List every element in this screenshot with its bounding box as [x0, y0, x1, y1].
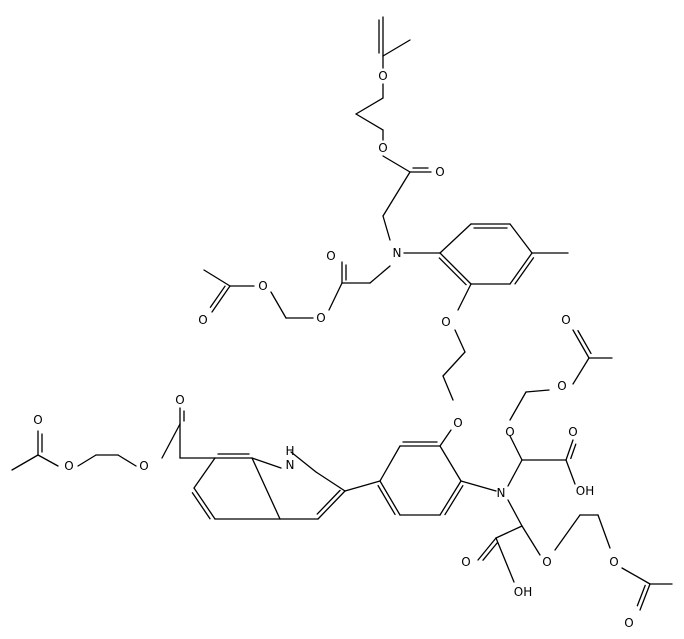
bond-layer [11, 16, 673, 611]
bond [379, 445, 401, 482]
bond [355, 97, 384, 115]
atom-label-oxygen-left-1: O [326, 249, 335, 263]
bond-acetyl-left-co-inner [209, 285, 226, 308]
bond [439, 223, 472, 254]
bond [251, 457, 281, 520]
bond-ring2-dbl3 [439, 480, 462, 516]
bond [328, 282, 343, 311]
atom-label-oxygen-arm-3: O [561, 313, 570, 327]
bond-ring1-dbl2-inner [514, 257, 535, 285]
bond [290, 451, 317, 473]
bond [621, 567, 651, 585]
bond [117, 454, 137, 467]
bond [509, 223, 533, 254]
atom-label-oxygen-top-1: O [378, 69, 387, 83]
bond [315, 471, 346, 492]
atom-label-oxygen-indole-4: O [33, 413, 42, 427]
bond-ring1-dbl3 [439, 252, 472, 285]
bond [521, 525, 541, 556]
bond-acetyl-arm-co [572, 329, 590, 359]
atom-label-indole-h: H [285, 444, 294, 458]
atom-label-oxygen-indole-3: O [64, 459, 73, 473]
bond [495, 537, 515, 583]
bond [251, 457, 282, 469]
bond [457, 283, 472, 311]
atom-label-hydroxyl-upper: OH [576, 484, 594, 498]
bond [460, 480, 497, 492]
bond [382, 155, 411, 173]
bond-indole-c2c3-inner [316, 489, 341, 515]
atom-label-hydroxyl-lower: OH [514, 585, 532, 599]
bond-indole-benz-dbl2-inner [191, 492, 211, 520]
bond [442, 351, 466, 377]
bond [554, 514, 581, 551]
bond-ring1-dbl2 [509, 252, 533, 285]
bond-ring1-dbl3-inner [438, 257, 467, 286]
atom-label-oxygen-left-3: O [258, 279, 267, 293]
bond-acid-upper-co [565, 439, 574, 461]
bond [382, 171, 411, 217]
atom-label-indole-n: N [286, 458, 295, 472]
bond [77, 454, 97, 467]
bond-acid-upper-co-inner [570, 443, 577, 460]
bond [507, 499, 523, 527]
atom-label-oxygen-arm-1: O [505, 425, 514, 439]
bond-acetyl-top-ch3 [382, 39, 411, 57]
bond-acetyl-arm2-co [639, 583, 651, 611]
bond [509, 391, 527, 421]
atom-label-oxygen-acid-lower: O [461, 555, 470, 569]
atom-label-nitrogen-lower: N [497, 486, 506, 500]
atom-label-oxygen-linker-2: O [453, 416, 462, 430]
bond [565, 459, 576, 485]
atom-label-nitrogen-upper: N [393, 246, 402, 260]
atom-label-oxygen-left-4: O [198, 313, 207, 327]
atom-label-oxygen-arm-6: O [624, 616, 633, 630]
bond [454, 329, 466, 353]
atom-label-oxygen-top-3: O [435, 165, 444, 179]
bond [161, 423, 181, 459]
bond-acid-lower-co-inner [482, 542, 498, 561]
bond-acetyl-indole-ch3 [11, 454, 39, 471]
bond-ring2-dbl2-inner [377, 484, 396, 516]
bond [525, 389, 550, 393]
atom-label-oxygen-linker-1: O [441, 315, 450, 329]
bond-acetyl-left-ch3 [203, 269, 231, 287]
atom-label-oxygen-arm-4: O [542, 555, 551, 569]
bond-acetyl-arm2-co-inner [636, 584, 646, 607]
bond [270, 291, 287, 319]
bond [355, 113, 384, 131]
atom-label-oxygen-acid-upper: O [568, 425, 577, 439]
atom-label-oxygen-left-2: O [316, 311, 325, 325]
atom-label-oxygen-top-2: O [378, 141, 387, 155]
atom-label-oxygen-indole-2: O [139, 459, 148, 473]
atom-label-oxygen-arm-2: O [557, 379, 566, 393]
bond-indole-benz-dbl2 [193, 487, 216, 520]
bond [495, 525, 523, 539]
bond [597, 514, 611, 549]
bond [37, 454, 59, 467]
atom-label-oxygen-indole-1: O [175, 393, 184, 407]
bond [572, 357, 590, 385]
bond [507, 459, 523, 487]
bond-acetyl-left-co [211, 285, 231, 313]
bond-acid-lower-co [477, 537, 497, 561]
bond [442, 375, 454, 401]
bond-acetyl-arm-co-inner [577, 329, 592, 355]
bond [369, 265, 391, 284]
bond-ring2-dbl3-inner [444, 485, 464, 516]
bond [193, 457, 216, 489]
bond [509, 435, 523, 461]
bond [439, 445, 462, 482]
bond [382, 215, 391, 241]
bond-ring2-dbl2 [379, 480, 401, 516]
bond-indole-c2c3 [317, 490, 346, 520]
bond-biaryl [344, 480, 381, 492]
atom-label-oxygen-arm-5: O [609, 555, 618, 569]
bond [439, 429, 452, 447]
